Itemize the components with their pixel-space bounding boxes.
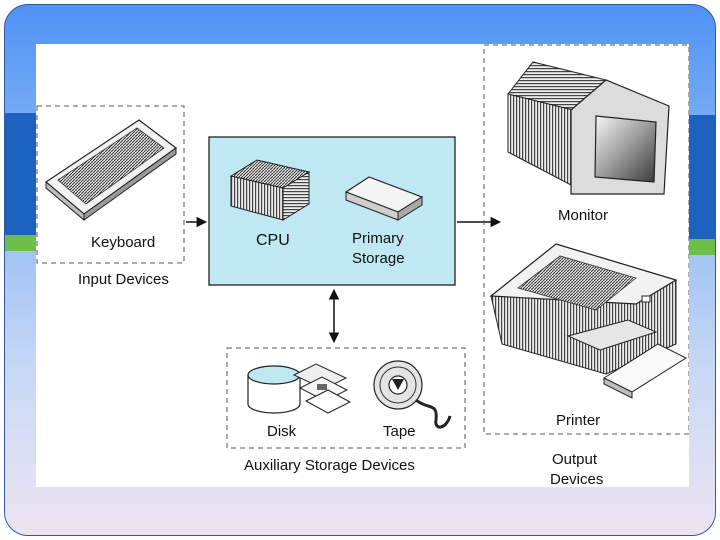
output-devices-box [483,44,689,435]
left-accent-stripe [5,235,39,251]
cpu-icon [229,159,311,221]
right-accent-bar [685,115,715,239]
cpu-group-box [208,136,456,286]
keyboard-label: Keyboard [91,234,155,251]
input-devices-label: Input Devices [78,271,169,288]
keyboard-icon [45,119,178,222]
monitor-icon [507,61,670,195]
auxiliary-storage-label: Auxiliary Storage Devices [244,457,415,474]
auxiliary-storage-box [226,347,466,449]
disk-icon [247,363,352,414]
printer-label: Printer [556,412,600,429]
disk-label: Disk [267,423,297,440]
output-devices-label-line1: Output [552,451,598,468]
primary-storage-label-line2: Storage [352,250,405,267]
tape-icon [373,360,452,429]
primary-storage-icon [344,176,424,221]
input-devices-box [36,105,185,264]
left-accent-bar [5,113,39,235]
printer-icon [489,243,688,399]
output-devices-label-line2: Devices [550,471,603,487]
tape-label: Tape [383,423,416,440]
computer-system-diagram: Keyboard Input Devices CPU Primary Stora… [36,44,689,487]
primary-storage-label-line1: Primary [352,230,404,247]
monitor-label: Monitor [558,207,608,224]
right-accent-stripe [685,239,715,255]
cpu-label: CPU [256,232,290,249]
slide-content: Keyboard Input Devices CPU Primary Stora… [36,44,689,487]
